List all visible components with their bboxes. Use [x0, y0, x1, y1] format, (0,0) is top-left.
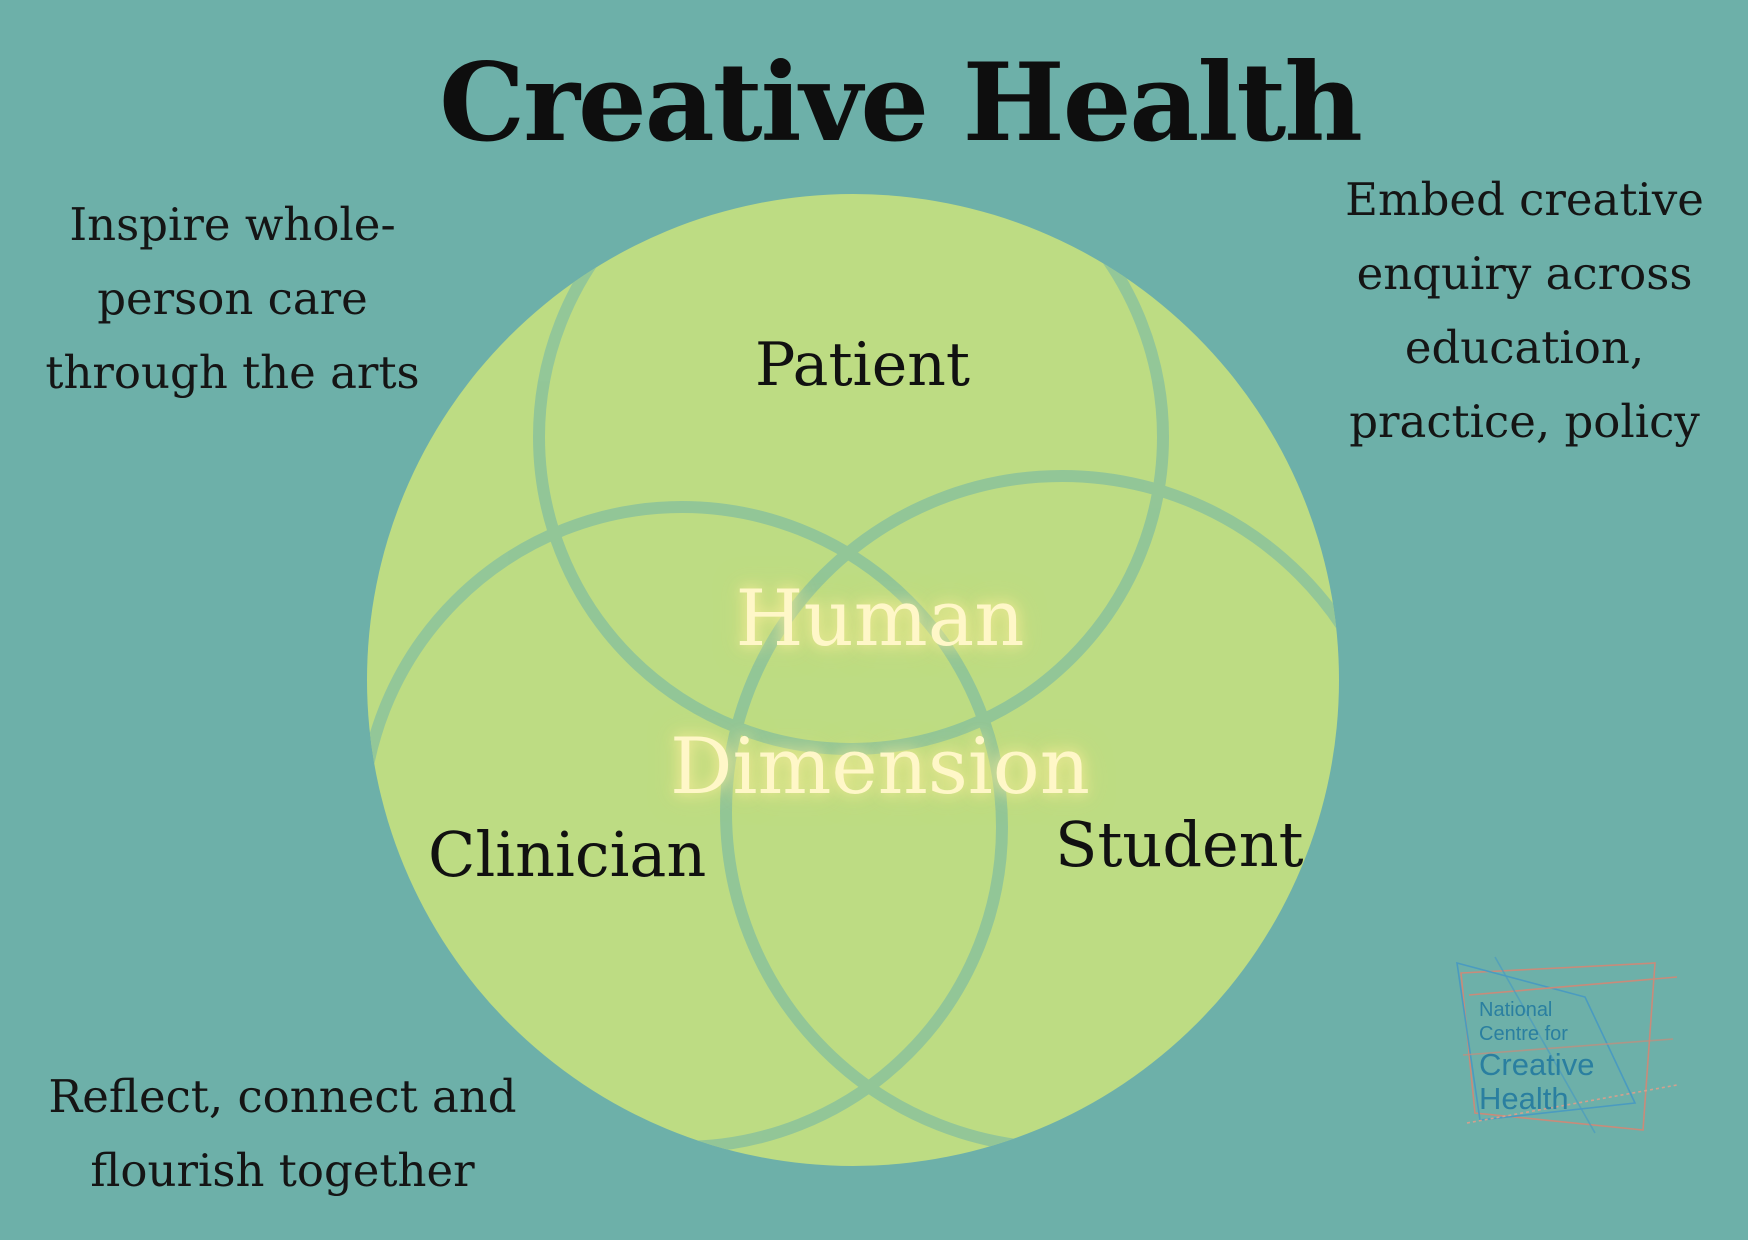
patient-circle — [533, 194, 1169, 755]
center-label: Human Dimension — [560, 545, 1200, 841]
top-right-text: Embed creative enquiry across education,… — [1322, 163, 1727, 459]
bottom-left-line: Reflect, connect and — [48, 1070, 517, 1123]
logo-line-centre: Centre for — [1479, 1023, 1568, 1045]
ncch-logo: National Centre for Creative Health — [1455, 955, 1685, 1135]
logo-lines-icon — [1456, 956, 1678, 1134]
logo-line-national: National — [1479, 999, 1553, 1021]
top-right-line: practice, policy — [1349, 395, 1700, 448]
logo-line-health: Health — [1479, 1081, 1569, 1116]
bottom-left-line: flourish together — [90, 1144, 475, 1197]
top-left-text: Inspire whole- person care through the a… — [20, 188, 445, 410]
outer-circle — [367, 194, 1339, 1166]
center-label-line2: Dimension — [669, 722, 1090, 812]
bottom-left-text: Reflect, connect and flourish together — [20, 1060, 545, 1208]
top-right-line: Embed creative — [1345, 173, 1704, 226]
clinician-label: Clinician — [428, 818, 707, 891]
top-right-line: education, — [1404, 321, 1645, 374]
student-label: Student — [1055, 808, 1304, 881]
patient-label: Patient — [755, 330, 971, 400]
page-title: Creative Health — [439, 40, 1363, 166]
logo-line-creative: Creative — [1479, 1047, 1595, 1082]
top-left-line: Inspire whole- — [69, 198, 396, 251]
center-label-line1: Human — [735, 574, 1025, 664]
top-right-line: enquiry across — [1356, 247, 1693, 300]
top-left-line: through the arts — [45, 346, 420, 399]
top-left-line: person care — [97, 272, 368, 325]
